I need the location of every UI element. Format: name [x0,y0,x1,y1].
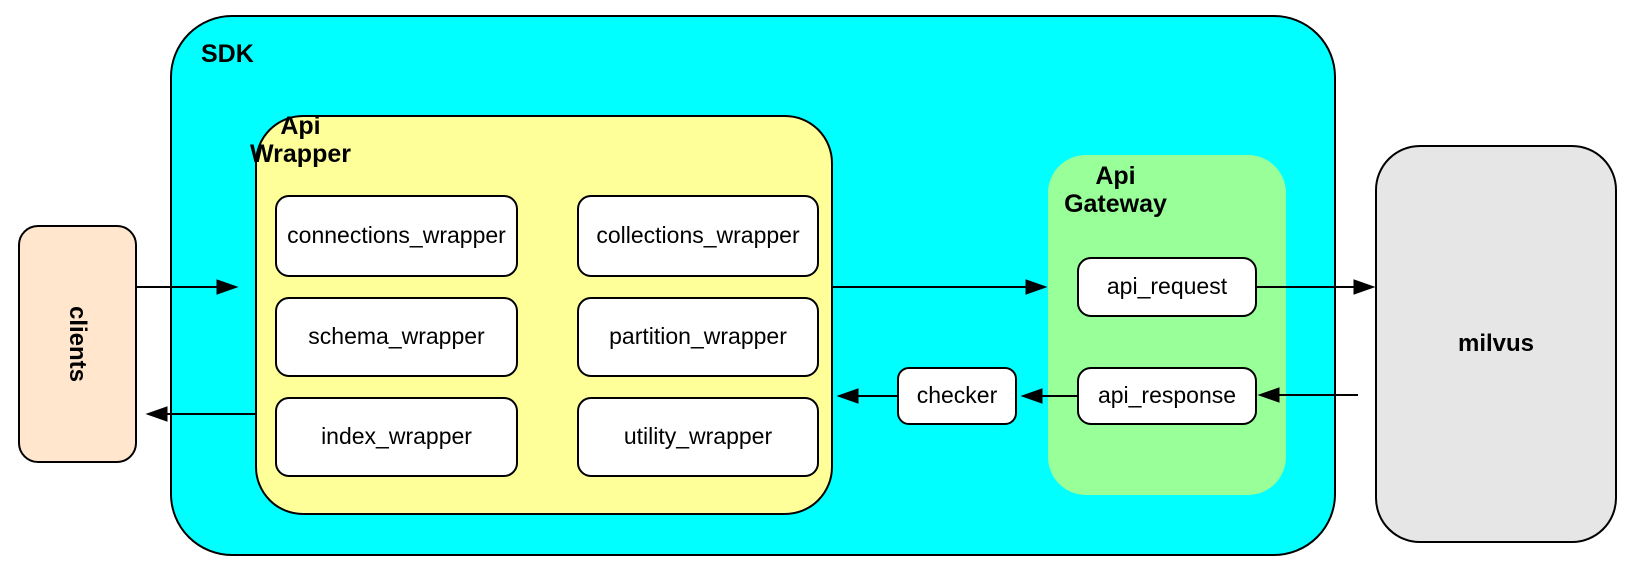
collections-wrapper-node: collections_wrapper [577,195,819,277]
partition-wrapper-label: partition_wrapper [609,323,787,350]
connections-wrapper-node: connections_wrapper [275,195,518,277]
collections-wrapper-label: collections_wrapper [596,222,800,249]
milvus-node: milvus [1375,145,1617,543]
sdk-label: SDK [201,40,254,68]
clients-label: clients [64,305,92,383]
index-wrapper-label: index_wrapper [321,423,472,450]
utility-wrapper-label: utility_wrapper [623,423,773,450]
api-request-node: api_request [1077,257,1257,317]
connections-wrapper-label: connections_wrapper [287,222,506,249]
schema-wrapper-node: schema_wrapper [275,297,518,377]
api-response-label: api_response [1097,382,1237,409]
checker-node: checker [897,367,1017,425]
utility-wrapper-node: utility_wrapper [577,397,819,477]
api-response-node: api_response [1077,367,1257,425]
partition-wrapper-node: partition_wrapper [577,297,819,377]
index-wrapper-node: index_wrapper [275,397,518,477]
checker-label: checker [916,382,998,409]
clients-node: clients [18,225,137,463]
api-gateway-container [1048,155,1286,495]
api-request-label: api_request [1106,273,1228,300]
schema-wrapper-label: schema_wrapper [308,323,485,350]
milvus-label: milvus [1457,330,1535,357]
